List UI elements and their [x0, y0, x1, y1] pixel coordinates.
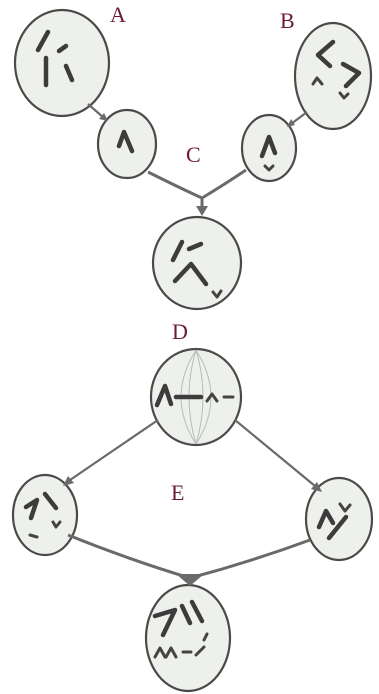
daughter-cell-right — [304, 476, 374, 562]
label-e: E — [171, 480, 184, 505]
label-c: C — [186, 142, 201, 167]
final-cell — [144, 583, 232, 693]
gamete-a — [96, 108, 158, 180]
gamete-b — [240, 113, 298, 183]
metaphase-cell-d — [149, 347, 243, 447]
arrow-division-left — [63, 419, 159, 486]
arrow-b-to-gamete — [287, 111, 308, 127]
arrow-fertilization — [147, 168, 247, 216]
daughter-cell-left — [11, 473, 79, 557]
zygote-cell — [151, 215, 243, 311]
label-a: A — [110, 2, 126, 27]
label-d: D — [172, 319, 188, 344]
label-b: B — [280, 8, 295, 33]
parent-cell-b — [293, 21, 373, 131]
arrow-a-to-gamete — [87, 103, 108, 121]
parent-cell-a — [13, 8, 111, 118]
arrow-division-right — [234, 419, 322, 492]
arrow-merge-final — [67, 533, 311, 586]
